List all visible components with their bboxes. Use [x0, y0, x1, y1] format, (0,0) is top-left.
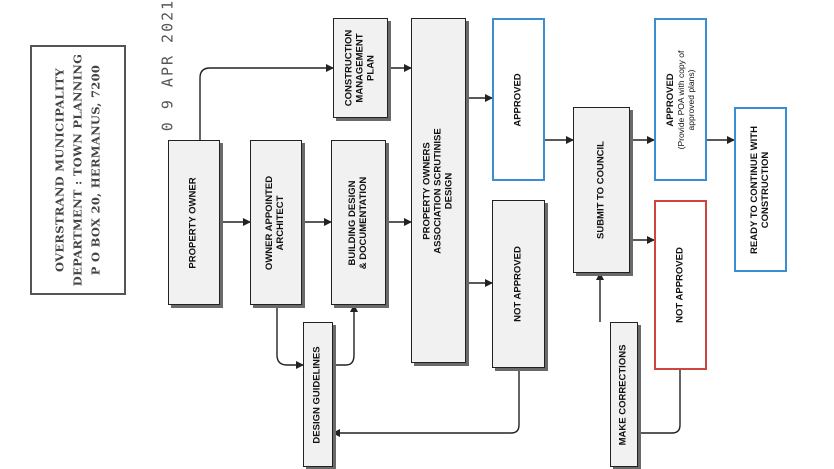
node-approved-council: APPROVED (Provide POA with copy of appro… — [654, 18, 707, 181]
node-poa-line-2: ASSOCIATION SCRUTINISE — [432, 127, 444, 254]
node-submit-label: SUBMIT TO COUNCIL — [595, 141, 607, 239]
connector-owner-to-cmp — [199, 64, 334, 140]
node-approved-label: APPROVED — [512, 72, 524, 127]
connector-notapproved2-to-corrections — [638, 370, 681, 434]
node-approved2-sub-1: (Provide POA with copy of — [675, 50, 686, 149]
connector-guidelines-to-building — [333, 304, 358, 366]
node-cmp-line-1: CONSTRUCTION — [343, 29, 355, 107]
node-submit-to-council: SUBMIT TO COUNCIL — [573, 107, 630, 273]
node-not-approved-council: NOT APPROVED — [654, 200, 707, 370]
date-stamp: 0 9 APR 2021 — [148, 0, 188, 131]
node-cmp-line-2: MANAGEMENT — [354, 33, 366, 103]
connector-architect-to-guidelines — [276, 305, 304, 369]
node-cmp-line-3: PLAN — [364, 55, 376, 81]
node-approved2-sub-2: approved plans) — [684, 69, 695, 130]
node-not-approved2-label: NOT APPROVED — [674, 247, 686, 323]
node-poa-line-1: PROPERTY OWNERS — [421, 141, 433, 240]
node-design-guidelines-label: DESIGN GUIDELINES — [311, 345, 323, 444]
connector-notapproved-to-guidelines — [332, 370, 520, 437]
node-building-line-1: BUILDING DESIGN — [346, 180, 358, 265]
node-building-line-2: & DOCUMENTATION — [357, 176, 369, 269]
node-approved: APPROVED — [492, 18, 545, 181]
node-not-approved-label: NOT APPROVED — [512, 246, 524, 322]
stamp-line-2: DEPARTMENT : TOWN PLANNING — [70, 53, 85, 287]
node-poa-scrutinise: PROPERTY OWNERS ASSOCIATION SCRUTINISE D… — [411, 18, 466, 363]
node-building-design: BUILDING DESIGN & DOCUMENTATION — [331, 140, 386, 305]
node-design-guidelines: DESIGN GUIDELINES — [303, 322, 333, 467]
node-construction-management-plan: CONSTRUCTION MANAGEMENT PLAN — [333, 18, 388, 118]
node-make-corrections: MAKE CORRECTIONS — [610, 322, 638, 467]
node-poa-line-3: DESIGN — [442, 172, 454, 209]
node-architect-line-2: ARCHITECT — [275, 195, 286, 250]
node-property-owner-label: PROPERTY OWNER — [187, 176, 199, 269]
node-property-owner: PROPERTY OWNER — [168, 140, 220, 305]
municipality-stamp: OVERSTRAND MUNICIPALITY DEPARTMENT : TOW… — [30, 45, 126, 295]
node-ready-line-2: CONSTRUCTION — [759, 151, 771, 228]
node-ready-to-continue: READY TO CONTINUE WITH CONSTRUCTION — [734, 107, 787, 272]
node-not-approved: NOT APPROVED — [492, 200, 545, 368]
node-ready-line-1: READY TO CONTINUE WITH — [748, 125, 760, 254]
node-make-corrections-label: MAKE CORRECTIONS — [617, 344, 629, 445]
date-stamp-text: 0 9 APR 2021 — [158, 0, 177, 132]
node-approved2-label: APPROVED — [664, 72, 676, 127]
stamp-line-3: P O BOX 20, HERMANUS, 7200 — [87, 64, 102, 276]
stamp-line-1: OVERSTRAND MUNICIPALITY — [52, 68, 67, 272]
node-owner-appointed-architect: OWNER APPOINTED ARCHITECT — [250, 140, 302, 305]
